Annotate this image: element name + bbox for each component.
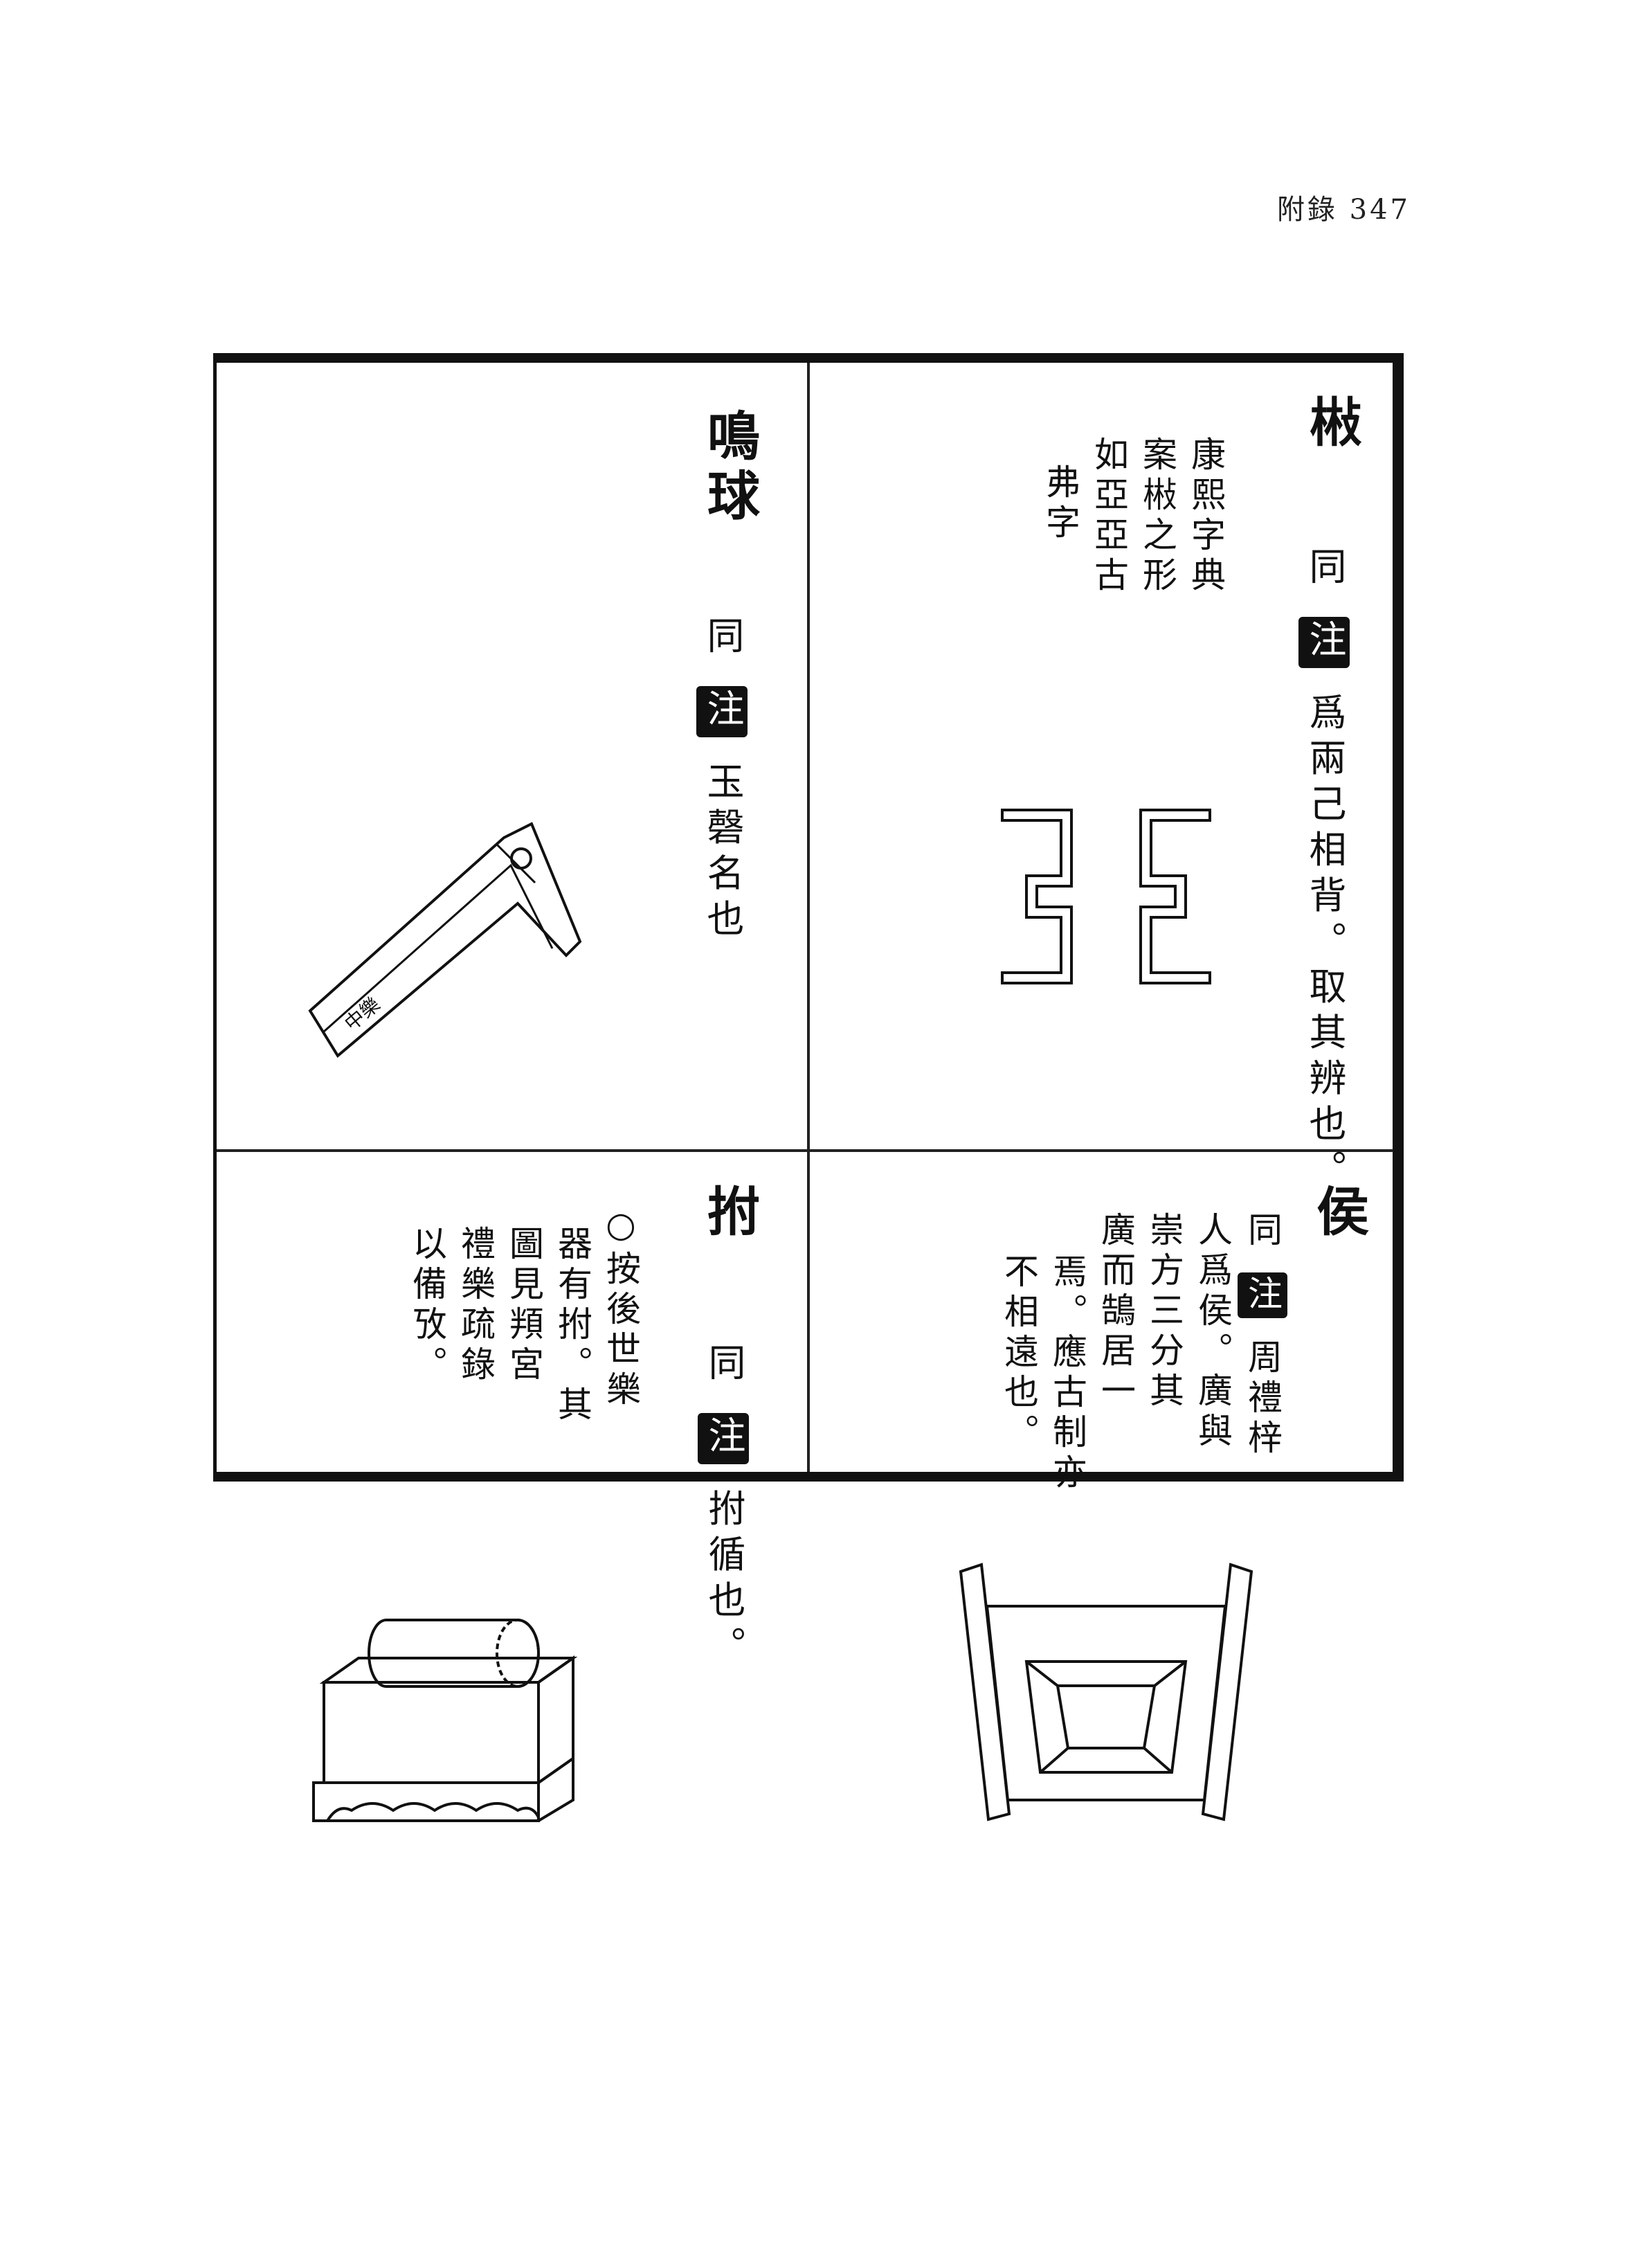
zhu-tag: 注 — [1298, 617, 1350, 669]
fu-text: 同 注 爲兩己相背。取其辨也。 — [1298, 547, 1350, 1195]
fu-note-line-2: 案㪔之形 — [1137, 436, 1177, 597]
page-header: 附錄 347 — [1276, 194, 1411, 226]
frame-border-left — [213, 353, 217, 1482]
fu-note-line-1: 康熙字典 — [1186, 436, 1226, 597]
fu-instrument-note-line-2: 器有拊。其 — [552, 1225, 592, 1426]
zhu-tag: 注 — [696, 686, 748, 738]
mingqiu-text-prefix: 同 — [700, 616, 744, 662]
fu-instrument-text-prefix: 同 — [702, 1343, 745, 1389]
hou-text-line-1: 同 注 周禮梓 — [1238, 1212, 1287, 1459]
hou-text-body: 周禮梓 — [1242, 1338, 1283, 1459]
archery-target-illustration — [959, 1563, 1253, 1821]
fu-instrument-title: 拊 — [698, 1184, 760, 1243]
fu-title: 㪔 — [1301, 395, 1362, 454]
fu-instrument-note-line-4: 禮樂疏錄 — [455, 1225, 496, 1386]
frame-divider-horizontal — [217, 1149, 1393, 1152]
frame-border-right — [1393, 353, 1404, 1482]
fu-instrument-note-line-3: 圖見頖宮 — [504, 1225, 544, 1386]
mingqiu-text-body: 玉磬名也 — [700, 762, 744, 945]
fu-emblem-illustration — [1001, 809, 1211, 984]
fu-text-prefix: 同 — [1303, 547, 1346, 593]
hou-text-line-2: 人爲侯。廣與 — [1193, 1212, 1233, 1452]
frame-border-bottom — [213, 1472, 1404, 1482]
hou-text-line-6: 不相遠也。 — [999, 1253, 1039, 1454]
hou-title: 侯 — [1307, 1184, 1369, 1243]
mingqiu-title: 鳴球 — [698, 408, 760, 528]
fu-note-line-3: 如亞亞古 — [1089, 436, 1129, 597]
chime-stone-illustration: 中樂 — [308, 822, 582, 1059]
fu-instrument-illustration — [312, 1619, 578, 1822]
fu-text-body: 爲兩己相背。取其辨也。 — [1303, 692, 1346, 1196]
zhu-tag: 注 — [698, 1413, 749, 1465]
hou-text-prefix: 同 — [1242, 1212, 1283, 1252]
hou-text-line-3: 崇方三分其 — [1144, 1212, 1184, 1412]
hou-text-line-4: 廣而鵠居一 — [1096, 1212, 1136, 1412]
fu-note-line-4: 弗字 — [1040, 464, 1080, 544]
frame-divider-vertical — [807, 363, 810, 1472]
mingqiu-text: 同 注 玉磬名也 — [696, 616, 748, 944]
illustration-frame: 㪔 同 注 爲兩己相背。取其辨也。 康熙字典 案㪔之形 如亞亞古 弗字 鳴球 同… — [213, 353, 1404, 1822]
chime-stone-label: 中樂 — [340, 993, 384, 1035]
fu-instrument-note-line-1: ○按後世樂 — [601, 1205, 641, 1411]
fu-instrument-text-body: 拊循也。 — [702, 1488, 745, 1672]
frame-border-top — [213, 353, 1404, 363]
zhu-tag: 注 — [1238, 1272, 1287, 1318]
fu-instrument-text: 同 注 拊循也。 — [698, 1343, 749, 1671]
hou-text-line-5: 焉。應古制亦 — [1047, 1253, 1087, 1494]
fu-instrument-note-line-5: 以備攷。 — [407, 1225, 447, 1386]
